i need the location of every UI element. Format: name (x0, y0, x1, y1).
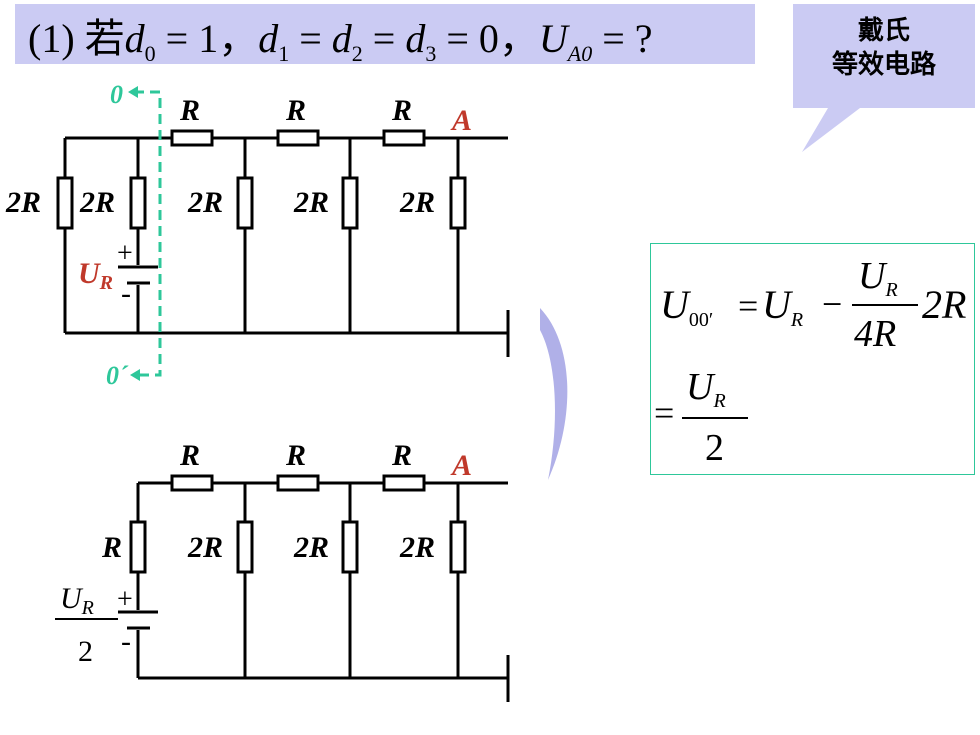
bottom-shunt-r4 (449, 520, 467, 574)
title-d0-sub: 0 (144, 41, 156, 66)
bottom-circuit (136, 481, 510, 702)
top-battery (118, 265, 158, 285)
title-d2: d (331, 16, 352, 61)
top-shunt-label-2: 2R (79, 186, 115, 219)
top-series-r2 (276, 129, 320, 147)
formula-minus: − (822, 284, 842, 324)
title-question: = ? (592, 16, 653, 61)
title-prefix: (1) 若 (28, 16, 125, 61)
node-label-top: 0 (110, 80, 123, 109)
top-dashed-cut (134, 90, 162, 377)
callout-label: 戴氏 等效电路 (793, 14, 975, 82)
bottom-source-plus: + (117, 584, 133, 615)
top-shunt-label-3: 2R (187, 186, 223, 219)
top-series-label-2: R (285, 94, 306, 127)
bottom-series-label-1: R (179, 439, 200, 472)
top-source-minus: - (121, 277, 131, 310)
formula: U00′ = UR − UR 4R 2R = UR 2 (654, 255, 966, 469)
bottom-source-num: UR (60, 582, 94, 619)
bottom-shunt-r1 (129, 520, 147, 574)
formula-frac-num: UR (858, 255, 898, 301)
bottom-output-label: A (450, 449, 472, 482)
top-shunt-r5 (449, 176, 467, 230)
bottom-series-r1 (170, 474, 214, 492)
top-series-label-1: R (179, 94, 200, 127)
formula-eq2: = (654, 393, 674, 433)
top-output-label: A (450, 104, 472, 137)
top-shunt-resistors (56, 176, 467, 230)
top-shunt-label-1: 2R (5, 186, 41, 219)
formula-lhs: U00′ (660, 282, 713, 331)
top-source-label: UR (78, 257, 113, 294)
bottom-series-label-2: R (285, 439, 306, 472)
formula-eq: = (738, 286, 758, 326)
formula-ur: UR (762, 282, 803, 331)
bottom-shunt-label-4: 2R (399, 531, 435, 564)
transform-arrow-icon (540, 308, 568, 480)
title-u-sub: A0 (567, 41, 593, 66)
top-shunt-r3 (236, 176, 254, 230)
node-label-bottom: 0´ (106, 361, 129, 390)
title-d0: d (124, 16, 145, 61)
title-u: U (538, 16, 568, 61)
bottom-series-label-3: R (391, 439, 412, 472)
question-title: (1) 若d0 = 1，d1 = d2 = d3 = 0，UA0 = ? (28, 6, 653, 67)
formula-mult: 2R (922, 282, 966, 327)
bottom-shunt-resistors (129, 520, 467, 574)
bottom-shunt-r3 (341, 520, 359, 574)
title-d3-sub: 3 (425, 41, 437, 66)
bottom-shunt-label-1: R (101, 531, 122, 564)
top-series-r1 (170, 129, 214, 147)
top-source-plus: + (117, 238, 133, 269)
title-banner (15, 4, 755, 64)
bottom-series-resistors (170, 474, 426, 492)
bottom-source-minus: - (121, 625, 131, 658)
top-shunt-r1 (56, 176, 74, 230)
formula-frac2-num: UR (686, 366, 726, 412)
title-d1-sub: 1 (278, 41, 290, 66)
bottom-shunt-label-2: 2R (187, 531, 223, 564)
bottom-series-r3 (382, 474, 426, 492)
bottom-series-r2 (276, 474, 320, 492)
callout-line1: 戴氏 (857, 16, 910, 46)
bottom-shunt-r2 (236, 520, 254, 574)
top-series-resistors (170, 129, 426, 147)
cut-arrow-top-icon (128, 86, 138, 98)
title-d3: d (405, 16, 426, 61)
bottom-shunt-label-3: 2R (293, 531, 329, 564)
bottom-source-den: 2 (78, 635, 93, 668)
callout-bubble (793, 4, 975, 152)
bottom-battery (118, 610, 158, 630)
top-shunt-label-5: 2R (399, 186, 435, 219)
formula-box (650, 243, 975, 475)
title-eq1: = (289, 16, 332, 61)
title-d3-val: = 0， (436, 16, 539, 61)
top-series-label-3: R (391, 94, 412, 127)
top-shunt-r4 (341, 176, 359, 230)
title-d2-sub: 2 (351, 41, 363, 66)
top-series-r3 (382, 129, 426, 147)
title-eq2: = (362, 16, 406, 61)
title-d1: d (258, 16, 279, 61)
top-shunt-label-4: 2R (293, 186, 329, 219)
cut-path-top (134, 90, 162, 377)
formula-frac2-den: 2 (705, 427, 724, 469)
cut-arrow-bottom-icon (130, 369, 140, 381)
callout-line2: 等效电路 (831, 50, 936, 80)
formula-frac-den: 4R (854, 313, 896, 355)
top-shunt-r2 (129, 176, 147, 230)
title-d0-val: = 1， (155, 16, 259, 61)
